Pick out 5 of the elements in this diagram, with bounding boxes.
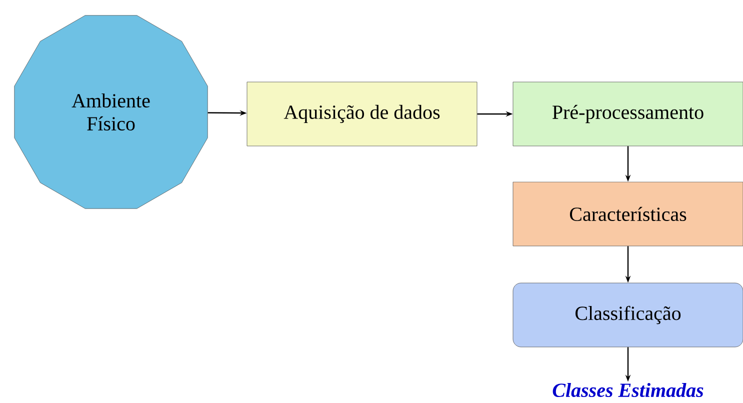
output-label: Classes Estimadas [552, 382, 704, 398]
process-box: Classificação [512, 282, 743, 348]
process-box: Pré-processamento [512, 82, 743, 146]
process-box: Características [512, 182, 743, 246]
process-box: Aquisição de dados [246, 82, 478, 146]
